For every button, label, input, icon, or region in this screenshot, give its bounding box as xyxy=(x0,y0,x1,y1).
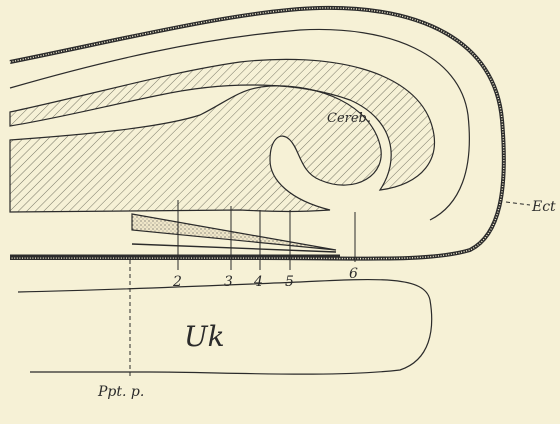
label-ect: Ect xyxy=(531,199,556,215)
label-uk: Uk xyxy=(184,320,225,353)
label-ppt: Ppt. p. xyxy=(97,384,144,400)
label-2: 2 xyxy=(172,274,182,290)
uk-structure-outline xyxy=(18,280,432,375)
label-5: 5 xyxy=(285,274,294,290)
ect-pointer-line xyxy=(506,202,530,205)
label-6: 6 xyxy=(349,266,358,282)
label-3: 3 xyxy=(224,274,233,290)
label-4: 4 xyxy=(253,274,263,290)
label-cereb: Cereb. xyxy=(327,111,371,126)
